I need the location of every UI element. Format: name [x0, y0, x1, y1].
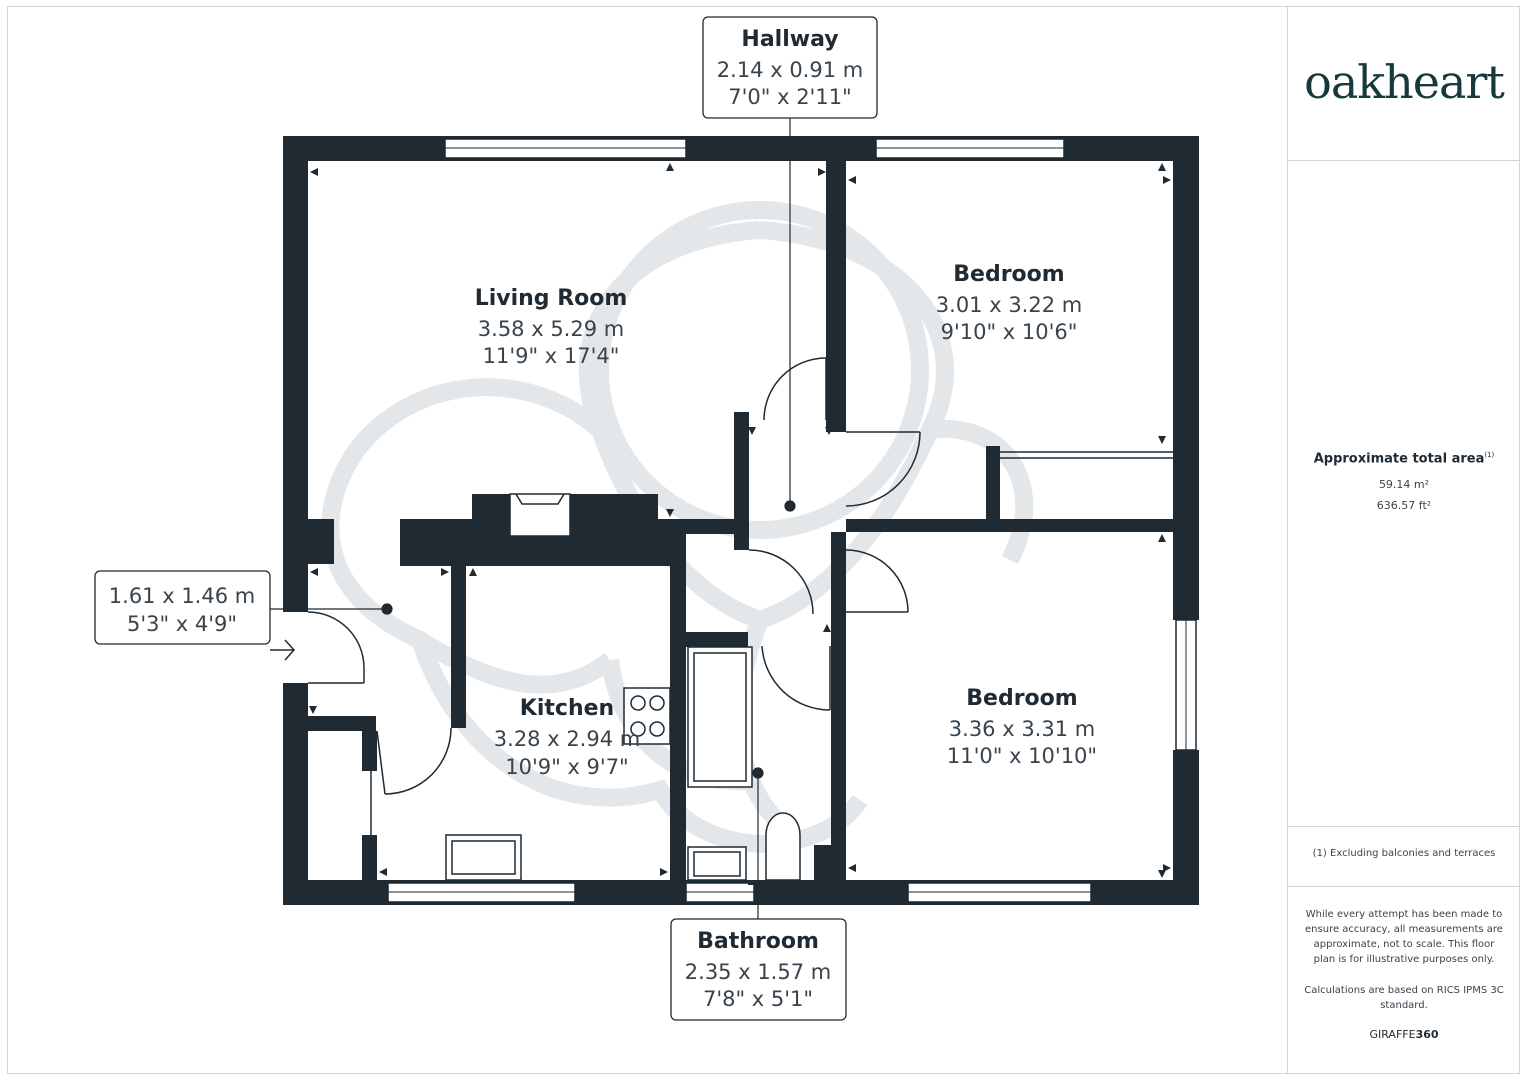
giraffe-credit: GIRAFFE360 — [1369, 1028, 1439, 1041]
total-area-imperial: 636.57 ft² — [1376, 499, 1432, 512]
area-footnote: (1) Excluding balconies and terraces — [1312, 848, 1496, 859]
door-swing-entrance — [307, 611, 365, 669]
bedroom-bottom-metric: 3.36 x 3.31 m — [949, 717, 1095, 741]
company-logo: oakheart — [1304, 55, 1505, 109]
sidebar-divider — [1287, 6, 1288, 1074]
sheet-border — [7, 6, 1520, 1074]
door-swing-kitchen — [384, 727, 452, 795]
kitchen-metric: 3.28 x 2.94 m — [494, 727, 640, 751]
sidebar-rule — [1288, 886, 1520, 887]
toilet-icon — [765, 812, 801, 881]
door-swing-bathroom — [761, 645, 831, 711]
living-room-name: Living Room — [475, 286, 628, 311]
dimension-ticks — [309, 163, 1171, 878]
hob-icon — [623, 687, 671, 745]
label-leaders — [270, 118, 796, 919]
door-swing-bedroom-lower — [845, 549, 909, 613]
sidebar-rule — [1288, 826, 1520, 827]
total-area-title: Approximate total area(1) — [1313, 451, 1495, 467]
entrance-metric: 1.61 x 1.46 m — [109, 584, 255, 608]
sidebar-rule — [1288, 160, 1520, 161]
hallway-metric: 2.14 x 0.91 m — [717, 58, 863, 82]
bathroom-imperial: 7'8" x 5'1" — [703, 987, 813, 1011]
total-area-metric: 59.14 m² — [1378, 478, 1430, 491]
entrance-arrow-icon — [270, 639, 296, 661]
bedroom-top-name: Bedroom — [953, 262, 1064, 287]
living-room-metric: 3.58 x 5.29 m — [478, 317, 624, 341]
bedroom-bottom-imperial: 11'0" x 10'10" — [947, 744, 1097, 768]
entrance-callout — [94, 570, 271, 645]
living-room-imperial: 11'9" x 17'4" — [483, 344, 620, 368]
door-swing-hallway — [763, 357, 827, 421]
disclaimer-text: While every attempt has been made to ens… — [1305, 909, 1503, 965]
bedroom-top-metric: 3.01 x 3.22 m — [936, 293, 1082, 317]
bathroom-callout — [670, 918, 847, 1021]
wardrobe — [1000, 451, 1173, 459]
hallway-imperial: 7'0" x 2'11" — [728, 85, 851, 109]
bedroom-bottom-name: Bedroom — [966, 686, 1077, 711]
calculations-note: Calculations are based on RICS IPMS 3C s… — [1304, 985, 1504, 1011]
bedroom-top-imperial: 9'10" x 10'6" — [941, 320, 1078, 344]
kitchen-name: Kitchen — [520, 696, 614, 721]
door-swing-living — [748, 549, 814, 615]
fixtures — [445, 646, 801, 881]
hallway-name: Hallway — [741, 27, 838, 52]
kitchen-imperial: 10'9" x 9'7" — [505, 755, 628, 779]
bathroom-name: Bathroom — [697, 929, 819, 954]
entrance-imperial: 5'3" x 4'9" — [127, 612, 237, 636]
door-swing-bedroom — [845, 431, 921, 507]
hallway-callout — [702, 16, 878, 119]
bathroom-metric: 2.35 x 1.57 m — [685, 960, 831, 984]
doors — [307, 357, 921, 835]
